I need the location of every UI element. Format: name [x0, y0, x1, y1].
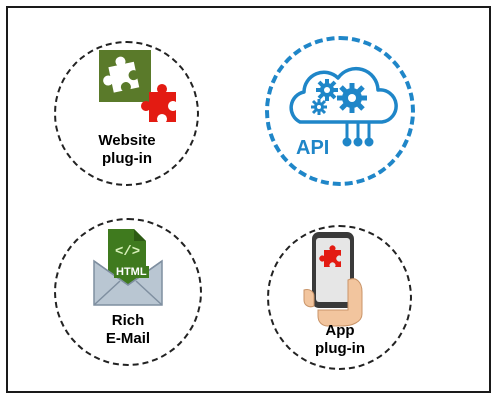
app-label-line1: App	[325, 322, 355, 339]
email-label-line1: Rich	[111, 312, 145, 329]
gear-icon	[337, 83, 367, 113]
email-label-line2: E-Mail	[105, 330, 151, 347]
phone-hand-icon	[303, 232, 363, 327]
gear-icon	[316, 79, 338, 101]
rich-email-circle	[54, 218, 202, 366]
svg-text:</>: </>	[115, 244, 140, 260]
api-label: API	[296, 137, 330, 159]
app-plugin-circle	[267, 225, 412, 370]
gear-icon	[311, 99, 327, 115]
website-label-line2: plug-in	[102, 150, 152, 167]
website-plugin-label: Website plug-in	[57, 132, 197, 168]
html-tag: HTML	[114, 266, 149, 278]
puzzle-icon	[99, 50, 176, 122]
puzzle-piece-icon	[319, 245, 341, 267]
website-plugin-circle	[54, 41, 199, 186]
app-label-line2: plug-in	[315, 340, 365, 357]
app-plugin-label: App plug-in	[270, 322, 410, 358]
rich-email-label: Rich E-Mail	[58, 312, 198, 348]
api-cloud-icon	[289, 66, 398, 147]
website-label-line1: Website	[98, 132, 156, 149]
api-circle	[265, 36, 415, 186]
